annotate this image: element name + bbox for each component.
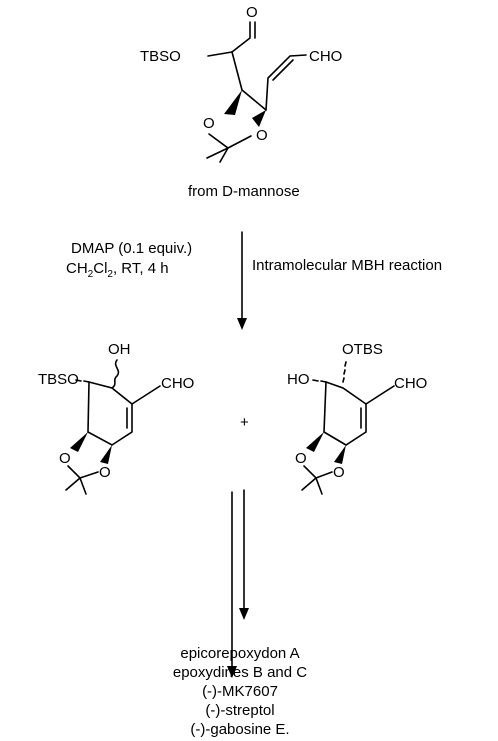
enal-chain — [265, 54, 307, 111]
right-gem-dimethyl — [301, 477, 323, 495]
multistep-arrow-head-2 — [239, 608, 249, 620]
right-ring-oxygen-2: O — [333, 464, 345, 481]
ring-oxygen-left: O — [203, 115, 215, 132]
target-list: epicorepoxydon A epoxydines B and C (-)-… — [173, 645, 307, 738]
gem-dimethyl — [206, 147, 229, 163]
left-wavy-bond — [111, 359, 120, 389]
acetonide-bonds — [208, 133, 252, 149]
right-hashed-bond-left — [312, 379, 327, 383]
left-wedge-a — [70, 432, 88, 452]
right-ring — [323, 381, 367, 446]
aldehyde-oxygen: O — [246, 4, 258, 21]
aldehyde-chain — [231, 21, 251, 53]
wedge-bond-left — [224, 90, 242, 115]
tbso-label: TBSO — [140, 48, 181, 65]
solvent-sub-1: 2 — [88, 269, 94, 280]
target-item-3: (-)-MK7607 — [202, 683, 278, 700]
enal-double-bond — [272, 59, 294, 81]
solvent-rest: , RT, 4 h — [113, 260, 169, 277]
right-cho-bond — [365, 385, 395, 405]
product-left: OH TBSO CHO O O — [38, 341, 194, 495]
target-item-5: (-)-gabosine E. — [190, 721, 289, 738]
right-acetonide-bonds — [303, 465, 333, 479]
solvent-cl: Cl — [93, 260, 107, 277]
wedge-bond-right — [252, 110, 266, 127]
ring-oxygen-right: O — [256, 127, 268, 144]
target-item-1: epicorepoxydon A — [180, 645, 299, 662]
reagent-label: DMAP (0.1 equiv.) — [71, 240, 192, 257]
tbso-bond — [207, 51, 233, 57]
reaction-name-label: Intramolecular MBH reaction — [252, 257, 442, 274]
solvent-label: CH2Cl2, RT, 4 h — [66, 260, 169, 280]
left-wedge-b — [100, 445, 112, 464]
right-hashed-bond-top — [342, 361, 347, 383]
left-cho-bond — [131, 385, 161, 405]
enal-cho-label: CHO — [309, 48, 342, 65]
reaction-arrow-head — [237, 318, 247, 330]
target-item-2: epoxydines B and C — [173, 664, 307, 681]
ring-bond-top — [241, 89, 267, 111]
right-wedge-b — [334, 445, 346, 464]
left-ring-oxygen-2: O — [99, 464, 111, 481]
plus-sign: + — [240, 414, 249, 431]
left-ring — [87, 381, 133, 446]
right-ring-oxygen-1: O — [295, 450, 307, 467]
starting-material: TBSO O O O CHO — [140, 4, 342, 163]
source-label: from D-mannose — [188, 183, 300, 200]
right-wedge-a — [306, 432, 324, 452]
right-ho-label: HO — [287, 371, 310, 388]
multistep-arrow-head-1 — [227, 666, 237, 678]
right-otbs-label: OTBS — [342, 341, 383, 358]
left-hashed-bond — [75, 379, 90, 383]
left-acetonide-bonds — [67, 465, 99, 479]
target-item-4: (-)-streptol — [205, 702, 274, 719]
solvent-sub-2: 2 — [107, 269, 113, 280]
left-ring-oxygen-1: O — [59, 450, 71, 467]
right-cho-label: CHO — [394, 375, 427, 392]
left-tbso-label: TBSO — [38, 371, 79, 388]
left-oh-label: OH — [108, 341, 131, 358]
product-right: OTBS HO CHO O O — [287, 341, 427, 495]
chain-bond — [231, 51, 243, 91]
left-gem-dimethyl — [65, 477, 87, 495]
left-cho-label: CHO — [161, 375, 194, 392]
solvent-ch: CH — [66, 260, 88, 277]
